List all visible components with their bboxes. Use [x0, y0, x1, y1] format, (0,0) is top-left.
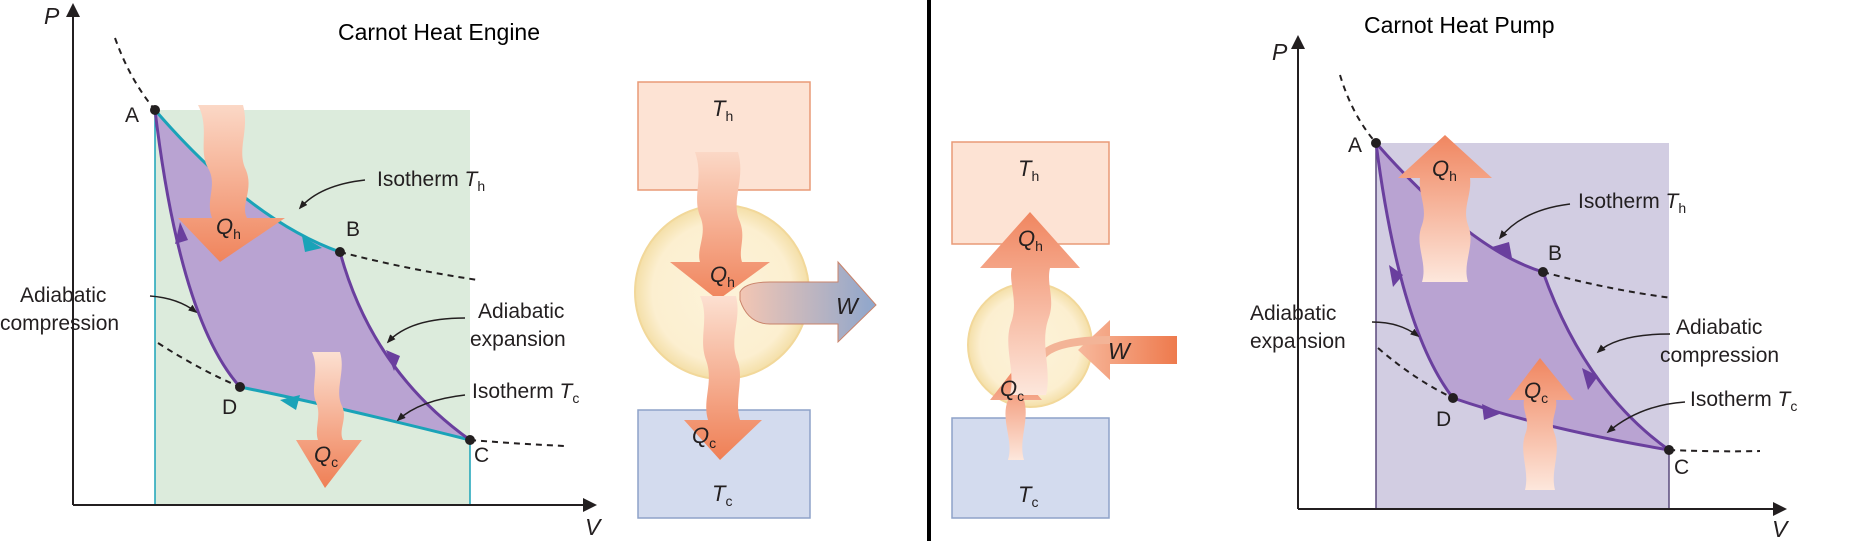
engine-qh-label: Qh [216, 214, 241, 242]
pump-point-d [1448, 393, 1458, 403]
pump-qh-arrow [1398, 135, 1492, 282]
engine-p-axis-label: P [44, 3, 60, 29]
engine-label-d: D [222, 396, 237, 419]
engine-label-b: B [346, 218, 360, 241]
pump-qc-label: Qc [1524, 378, 1548, 406]
pump-block-qc-label: Qc [1000, 376, 1024, 404]
engine-label-a: A [125, 104, 139, 127]
engine-block-qh-label: Qh [710, 262, 735, 290]
engine-isotherm-cold-label: Isotherm Tc [472, 380, 579, 406]
pump-p-axis-label: P [1272, 39, 1288, 65]
engine-point-d [235, 382, 245, 392]
engine-isotherm-hot-label: Isotherm Th [377, 168, 485, 194]
pump-cold-reservoir [951, 417, 1110, 519]
pump-block-tc-label: Tc [1018, 482, 1038, 510]
pump-adiabatic-compression-label: Adiabatic compression [1660, 316, 1779, 367]
pump-isotherm-cold-label: Isotherm Tc [1690, 388, 1797, 414]
engine-block-w-label: W [836, 293, 860, 319]
pump-label-d: D [1436, 408, 1451, 431]
pump-v-axis-label: V [1772, 516, 1790, 541]
engine-block-th-label: Th [712, 96, 733, 124]
pump-block-th-label: Th [1018, 156, 1039, 184]
engine-label-c: C [474, 444, 489, 467]
pump-adiabatic-expansion-label: Adiabatic expansion [1250, 302, 1346, 353]
engine-heat-flow-arrow [670, 152, 770, 300]
engine-adiabat-expansion [338, 251, 471, 442]
engine-point-a [150, 105, 160, 115]
engine-adiabatic-expansion-label: Adiabatic expansion [470, 300, 570, 351]
pump-title: Carnot Heat Pump [1364, 12, 1554, 38]
pump-block-w-label: W [1108, 338, 1132, 364]
engine-point-c [465, 435, 475, 445]
engine-v-axis-label: V [585, 514, 603, 540]
engine-qc-arrow [296, 352, 362, 488]
engine-qh-arrow [178, 105, 285, 262]
pump-block-diagram: Th Tc Qh Qc W [951, 141, 1177, 519]
engine-adiabat-compression [153, 109, 242, 388]
pump-qc-arrow [1508, 358, 1574, 490]
pump-label-a: A [1348, 134, 1362, 157]
engine-block-qc-label: Qc [692, 423, 716, 451]
pump-point-c [1664, 445, 1674, 455]
engine-block-tc-label: Tc [712, 481, 732, 509]
engine-adiabatic-compression-label: Adiabatic compression [0, 284, 119, 335]
pump-label-b: B [1548, 242, 1562, 265]
pump-pv-diagram: Carnot Heat Pump P V A B C D Isotherm Th… [1250, 12, 1797, 541]
engine-isotherm-hot [153, 109, 341, 254]
pump-point-a [1371, 138, 1381, 148]
pump-label-c: C [1674, 456, 1689, 479]
pump-qh-label: Qh [1432, 156, 1457, 184]
engine-qc-label: Qc [314, 442, 338, 470]
engine-pv-diagram: Carnot Heat Engine P V A B C D Isotherm … [0, 3, 603, 540]
engine-block-diagram: Th Tc Qh Qc W [634, 81, 877, 519]
pump-adiabat-expansion [1374, 142, 1455, 399]
engine-work-arrow [739, 260, 877, 344]
pump-work-arrow [1078, 320, 1177, 380]
pump-isotherm-hot-label: Isotherm Th [1578, 190, 1686, 216]
engine-point-b [335, 247, 345, 257]
pump-point-b [1538, 267, 1548, 277]
pump-block-qh-label: Qh [1018, 226, 1043, 254]
engine-title: Carnot Heat Engine [338, 19, 540, 45]
